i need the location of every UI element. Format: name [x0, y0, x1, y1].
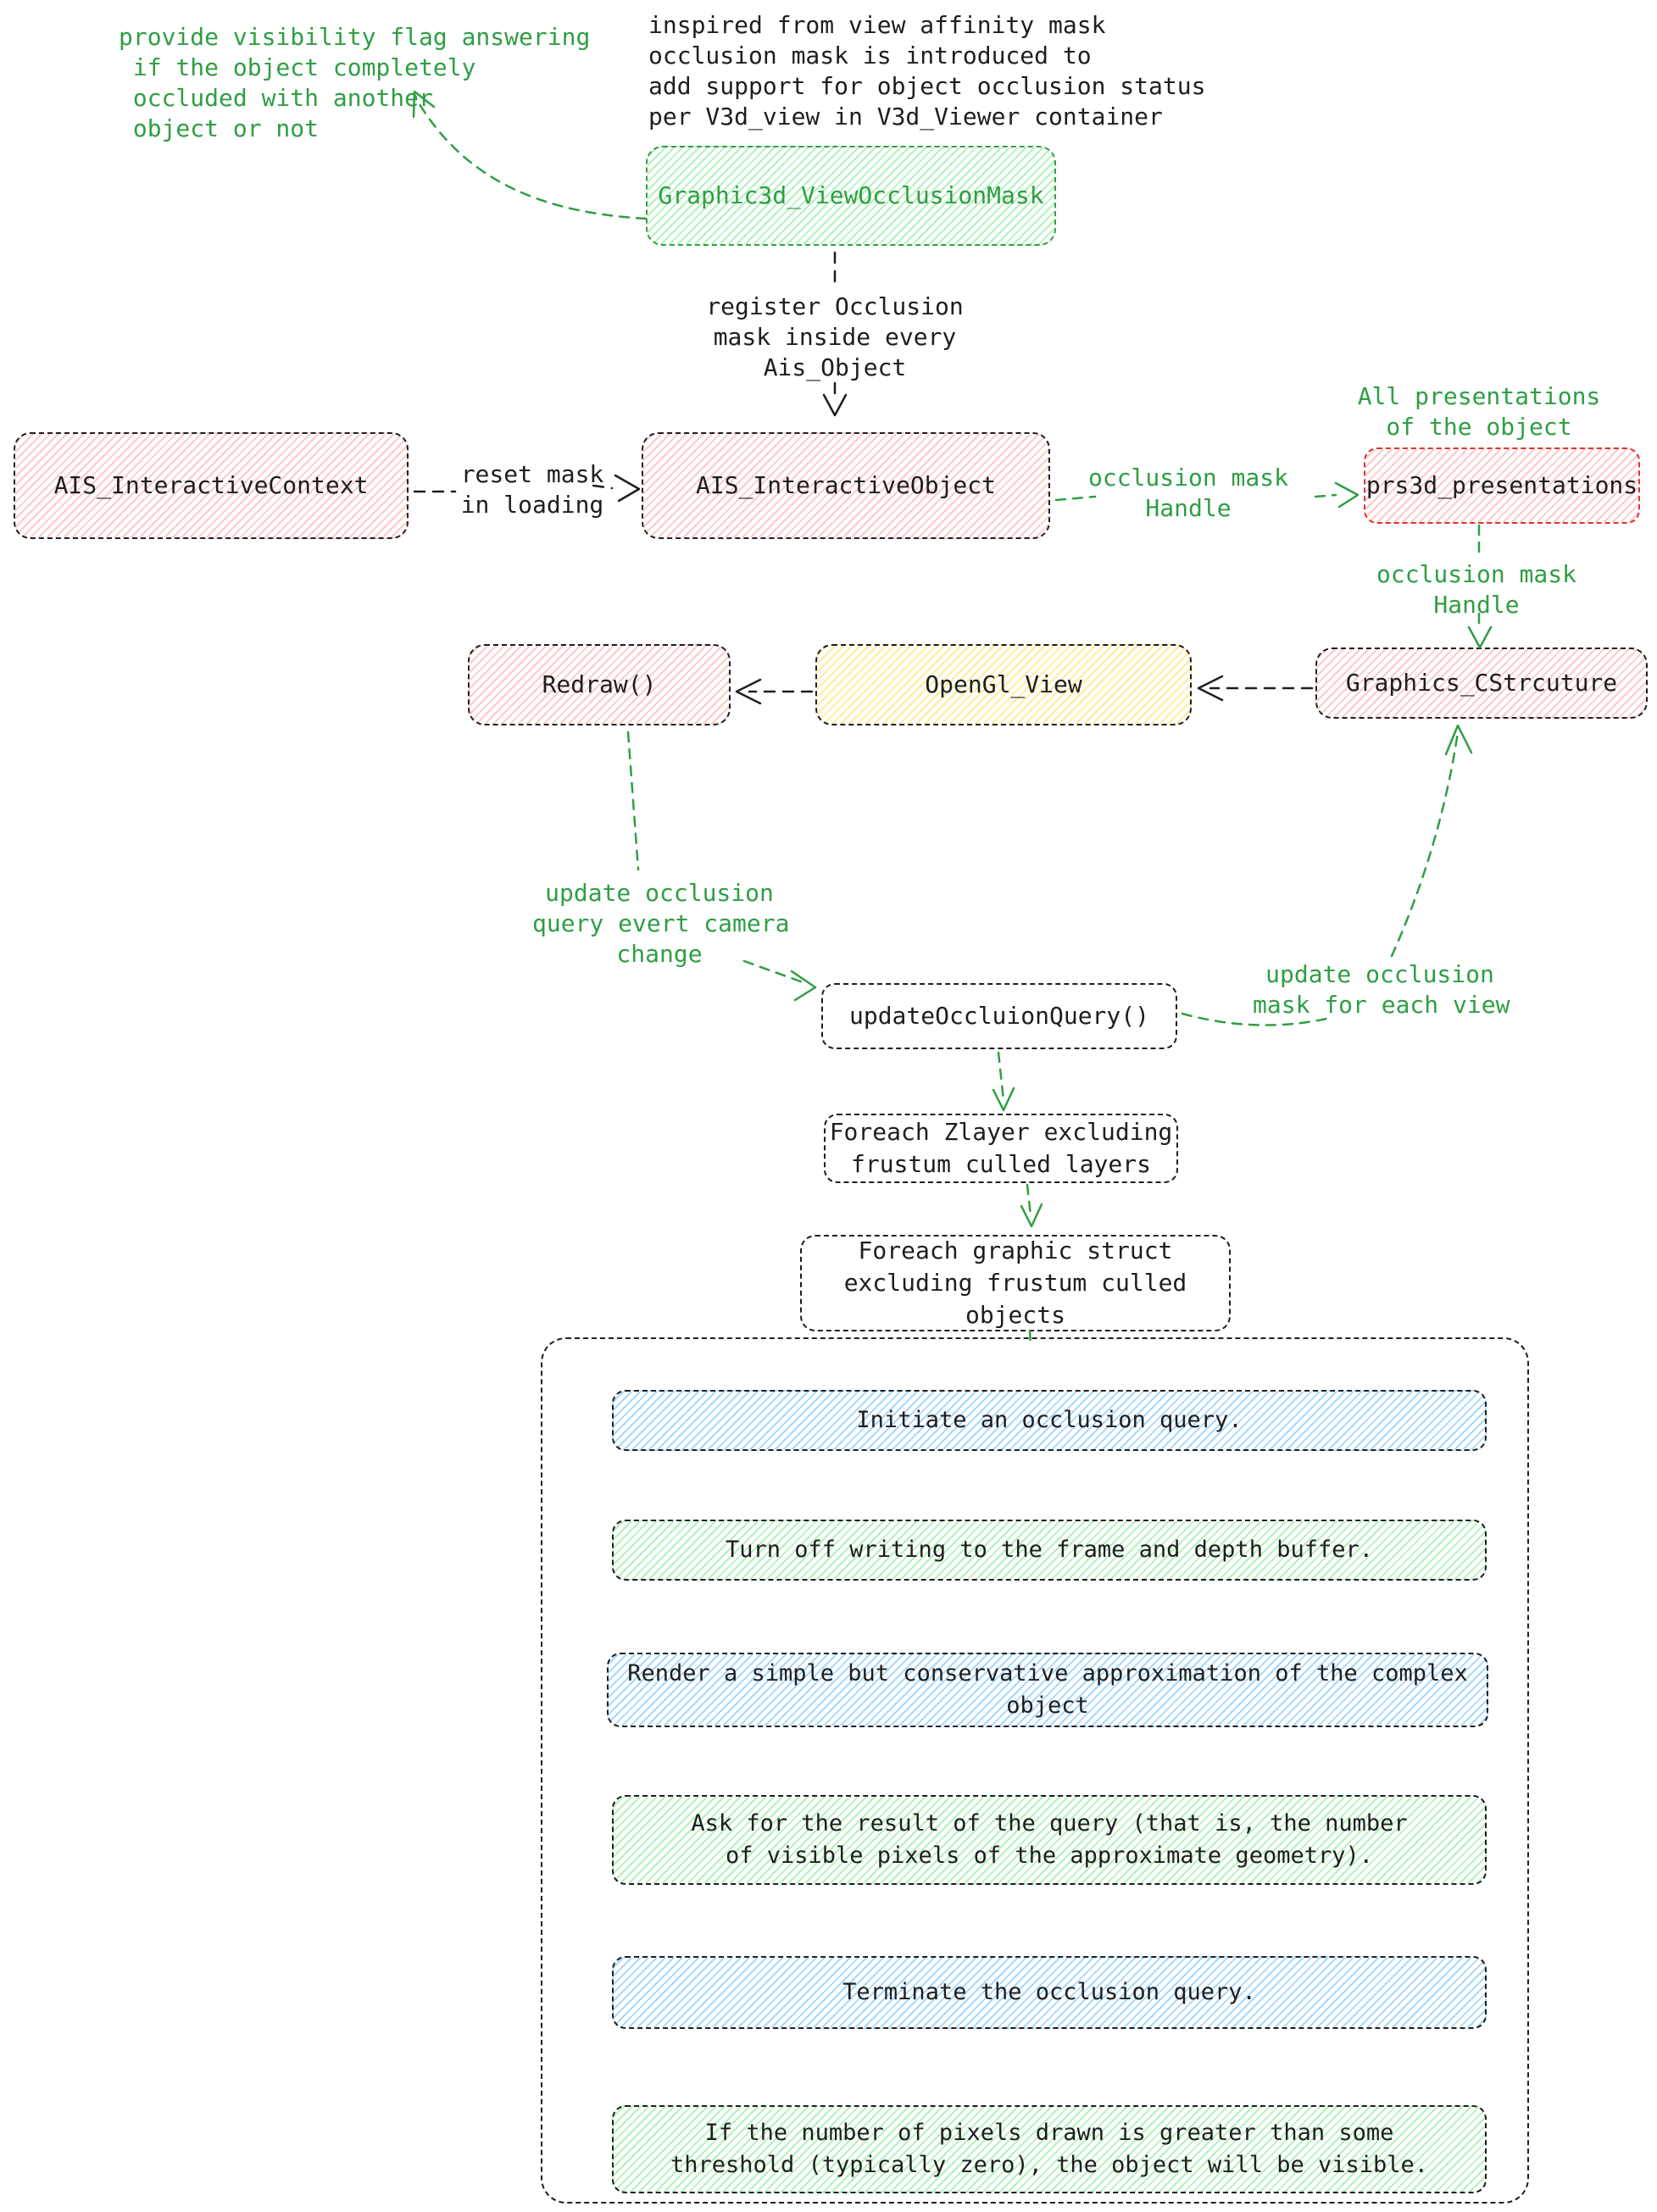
note-occlusion-mask-handle-right: occlusion mask Handle — [1376, 560, 1576, 619]
note-update-occlusion-mask-per-view: update occlusion mask for each view — [1253, 960, 1510, 1019]
note-update-occlusion-query-camera: update occlusion query evert camera chan… — [532, 879, 790, 968]
arrowhead-struct-top — [1020, 1203, 1043, 1228]
arrowhead-aisobject-top — [822, 393, 848, 417]
node-foreach-graphic-struct: Foreach graphic struct excluding frustum… — [800, 1235, 1231, 1331]
node-redraw: Redraw() — [468, 644, 731, 725]
note-all-presentations: All presentations of the object — [1357, 382, 1601, 441]
note-inspired-from-affinity-mask: inspired from view affinity mask occlusi… — [648, 11, 1206, 131]
process-container — [541, 1337, 1529, 2204]
step-turn-off-writing: Turn off writing to the frame and depth … — [612, 1520, 1487, 1581]
node-ais-interactive-context: AIS_InteractiveContext — [14, 432, 409, 539]
arrowhead-graphics-top — [1467, 625, 1493, 649]
node-update-occlusion-query: updateOccluionQuery() — [821, 983, 1177, 1049]
note-reset-mask-in-loading: reset mask in loading — [460, 460, 604, 519]
step-render-approximation: Render a simple but conservative approxi… — [607, 1653, 1488, 1727]
note-occlusion-mask-handle-left: occlusion mask Handle — [1087, 464, 1288, 522]
node-foreach-zlayer: Foreach Zlayer excluding frustum culled … — [824, 1114, 1178, 1183]
node-graphics-cstructure: Graphics_CStrcuture — [1315, 647, 1648, 719]
arrowhead-aisobject-left — [614, 474, 641, 503]
arrowhead-redraw-right — [735, 678, 762, 705]
step-terminate-occlusion-query: Terminate the occlusion query. — [612, 1956, 1487, 2029]
arrow-redraw-to-update-note — [626, 731, 640, 871]
arrowhead-prs3d-left — [1334, 481, 1360, 509]
note-visibility-flag: provide visibility flag answering if the… — [119, 23, 591, 142]
arrowhead-updatequery-topleft — [790, 970, 817, 1002]
node-ais-interactive-object: AIS_InteractiveObject — [642, 432, 1050, 539]
step-ask-query-result: Ask for the result of the query (that is… — [612, 1795, 1487, 1885]
node-graphic3d-view-occlusion-mask: Graphic3d_ViewOcclusionMask — [646, 146, 1056, 246]
node-prs3d-presentations: prs3d_presentations — [1364, 447, 1640, 524]
arrow-masknote-to-graphics-bottom — [1390, 731, 1460, 958]
step-initiate-occlusion-query: Initiate an occlusion query. — [612, 1390, 1487, 1451]
arrowhead-opengl-right — [1197, 675, 1224, 702]
node-opengl-view: OpenGl_View — [815, 644, 1192, 725]
arrowhead-graphics-bottom — [1444, 724, 1473, 756]
note-register-occlusion-mask: register Occlusion mask inside every Ais… — [706, 292, 964, 381]
arrow-updatequery-to-zlayer — [997, 1051, 1005, 1102]
arrow-zlayer-to-struct — [1026, 1183, 1032, 1217]
step-visibility-threshold: If the number of pixels drawn is greater… — [612, 2105, 1487, 2193]
arrowhead-zlayer-top — [992, 1087, 1015, 1112]
